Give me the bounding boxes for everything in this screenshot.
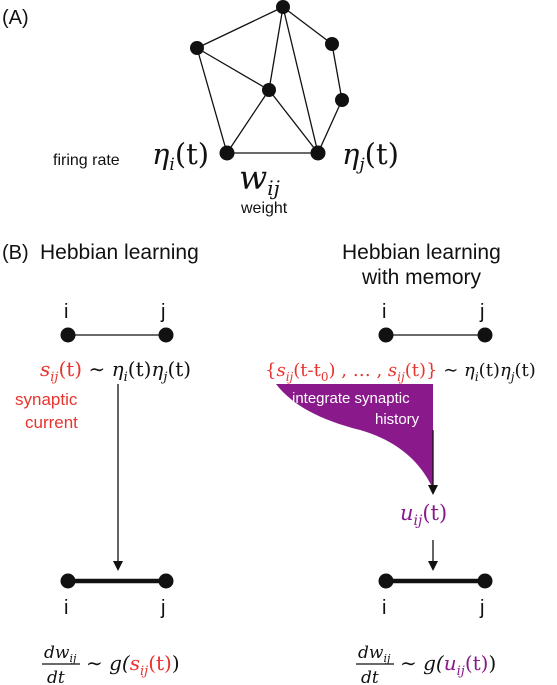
weight-label: weight (240, 200, 288, 217)
right-node-i-label: i (382, 301, 386, 323)
graph-edge (196, 47, 228, 154)
firing-rate-label: firing rate (53, 152, 120, 169)
graph-node (276, 0, 290, 14)
right-bottom-node-i (378, 573, 394, 589)
right-bottom-i-label: i (382, 597, 386, 619)
synaptic-current-line2: current (25, 413, 78, 432)
integrate-line1: integrate synaptic (292, 390, 410, 407)
left-title: Hebbian learning (40, 241, 199, 264)
graph-edge (317, 99, 343, 154)
right-title-line2: with memory (361, 266, 482, 289)
graph-node (335, 93, 349, 107)
left-node-i-label: i (64, 301, 68, 323)
graph-node-j (310, 145, 326, 161)
graph-nodes (190, 0, 349, 161)
right-node-j (477, 327, 493, 343)
left-dw-numerator: dwij (44, 643, 77, 665)
panel-b-label: (B) (2, 242, 29, 264)
integrate-history-funnel (276, 384, 433, 489)
left-node-j-label: j (160, 301, 165, 323)
left-hebb-equation: sij(t) ∼ ηi(t)ηj(t) (40, 357, 191, 385)
graph-edge (282, 6, 319, 154)
graph-edge (268, 89, 319, 154)
right-title-line1: Hebbian learning (342, 241, 501, 264)
right-memory-equation: {sij(t-t0) , … , sij(t)} ∼ ηi(t)ηj(t) (265, 360, 536, 384)
right-node-j-label: j (479, 301, 484, 323)
graph-edge (226, 89, 270, 154)
panel-a-label: (A) (2, 7, 29, 29)
eta-i-label: ηi(t) (152, 137, 209, 175)
left-node-i (60, 327, 76, 343)
graph-edge (196, 6, 284, 49)
right-bottom-j-label: j (479, 597, 484, 619)
right-weight-update-equation: dwij dt ∼ g(uij(t)) (356, 643, 496, 685)
network-graph (196, 6, 343, 154)
left-node-j (158, 327, 174, 343)
graph-edge (268, 6, 284, 91)
graph-node (262, 83, 276, 97)
left-g-expression: ∼ g(sij(t)) (86, 651, 180, 679)
left-weight-update-equation: dwij dt ∼ g(sij(t)) (42, 643, 180, 685)
right-g-expression: ∼ g(uij(t)) (400, 651, 496, 679)
graph-edge (331, 43, 343, 101)
left-bottom-node-j (158, 573, 174, 589)
right-dt-denominator: dt (361, 668, 379, 685)
left-bottom-i-label: i (64, 597, 68, 619)
synaptic-current-line1: synaptic (15, 390, 78, 409)
graph-node (190, 41, 204, 55)
u-ij-label: uij(t) (400, 501, 447, 529)
left-bottom-j-label: j (160, 597, 165, 619)
graph-node (325, 37, 339, 51)
graph-node-i (219, 145, 235, 161)
integrate-line2: history (375, 411, 420, 428)
left-bottom-node-i (60, 573, 76, 589)
right-bottom-node-j (477, 573, 493, 589)
right-dw-numerator: dwij (358, 643, 391, 665)
weight-symbol: wij (239, 158, 280, 200)
right-node-i (378, 327, 394, 343)
graph-edge (282, 6, 333, 45)
eta-j-label: ηj(t) (342, 137, 399, 175)
left-dt-denominator: dt (47, 668, 65, 685)
graph-edge (196, 47, 270, 91)
